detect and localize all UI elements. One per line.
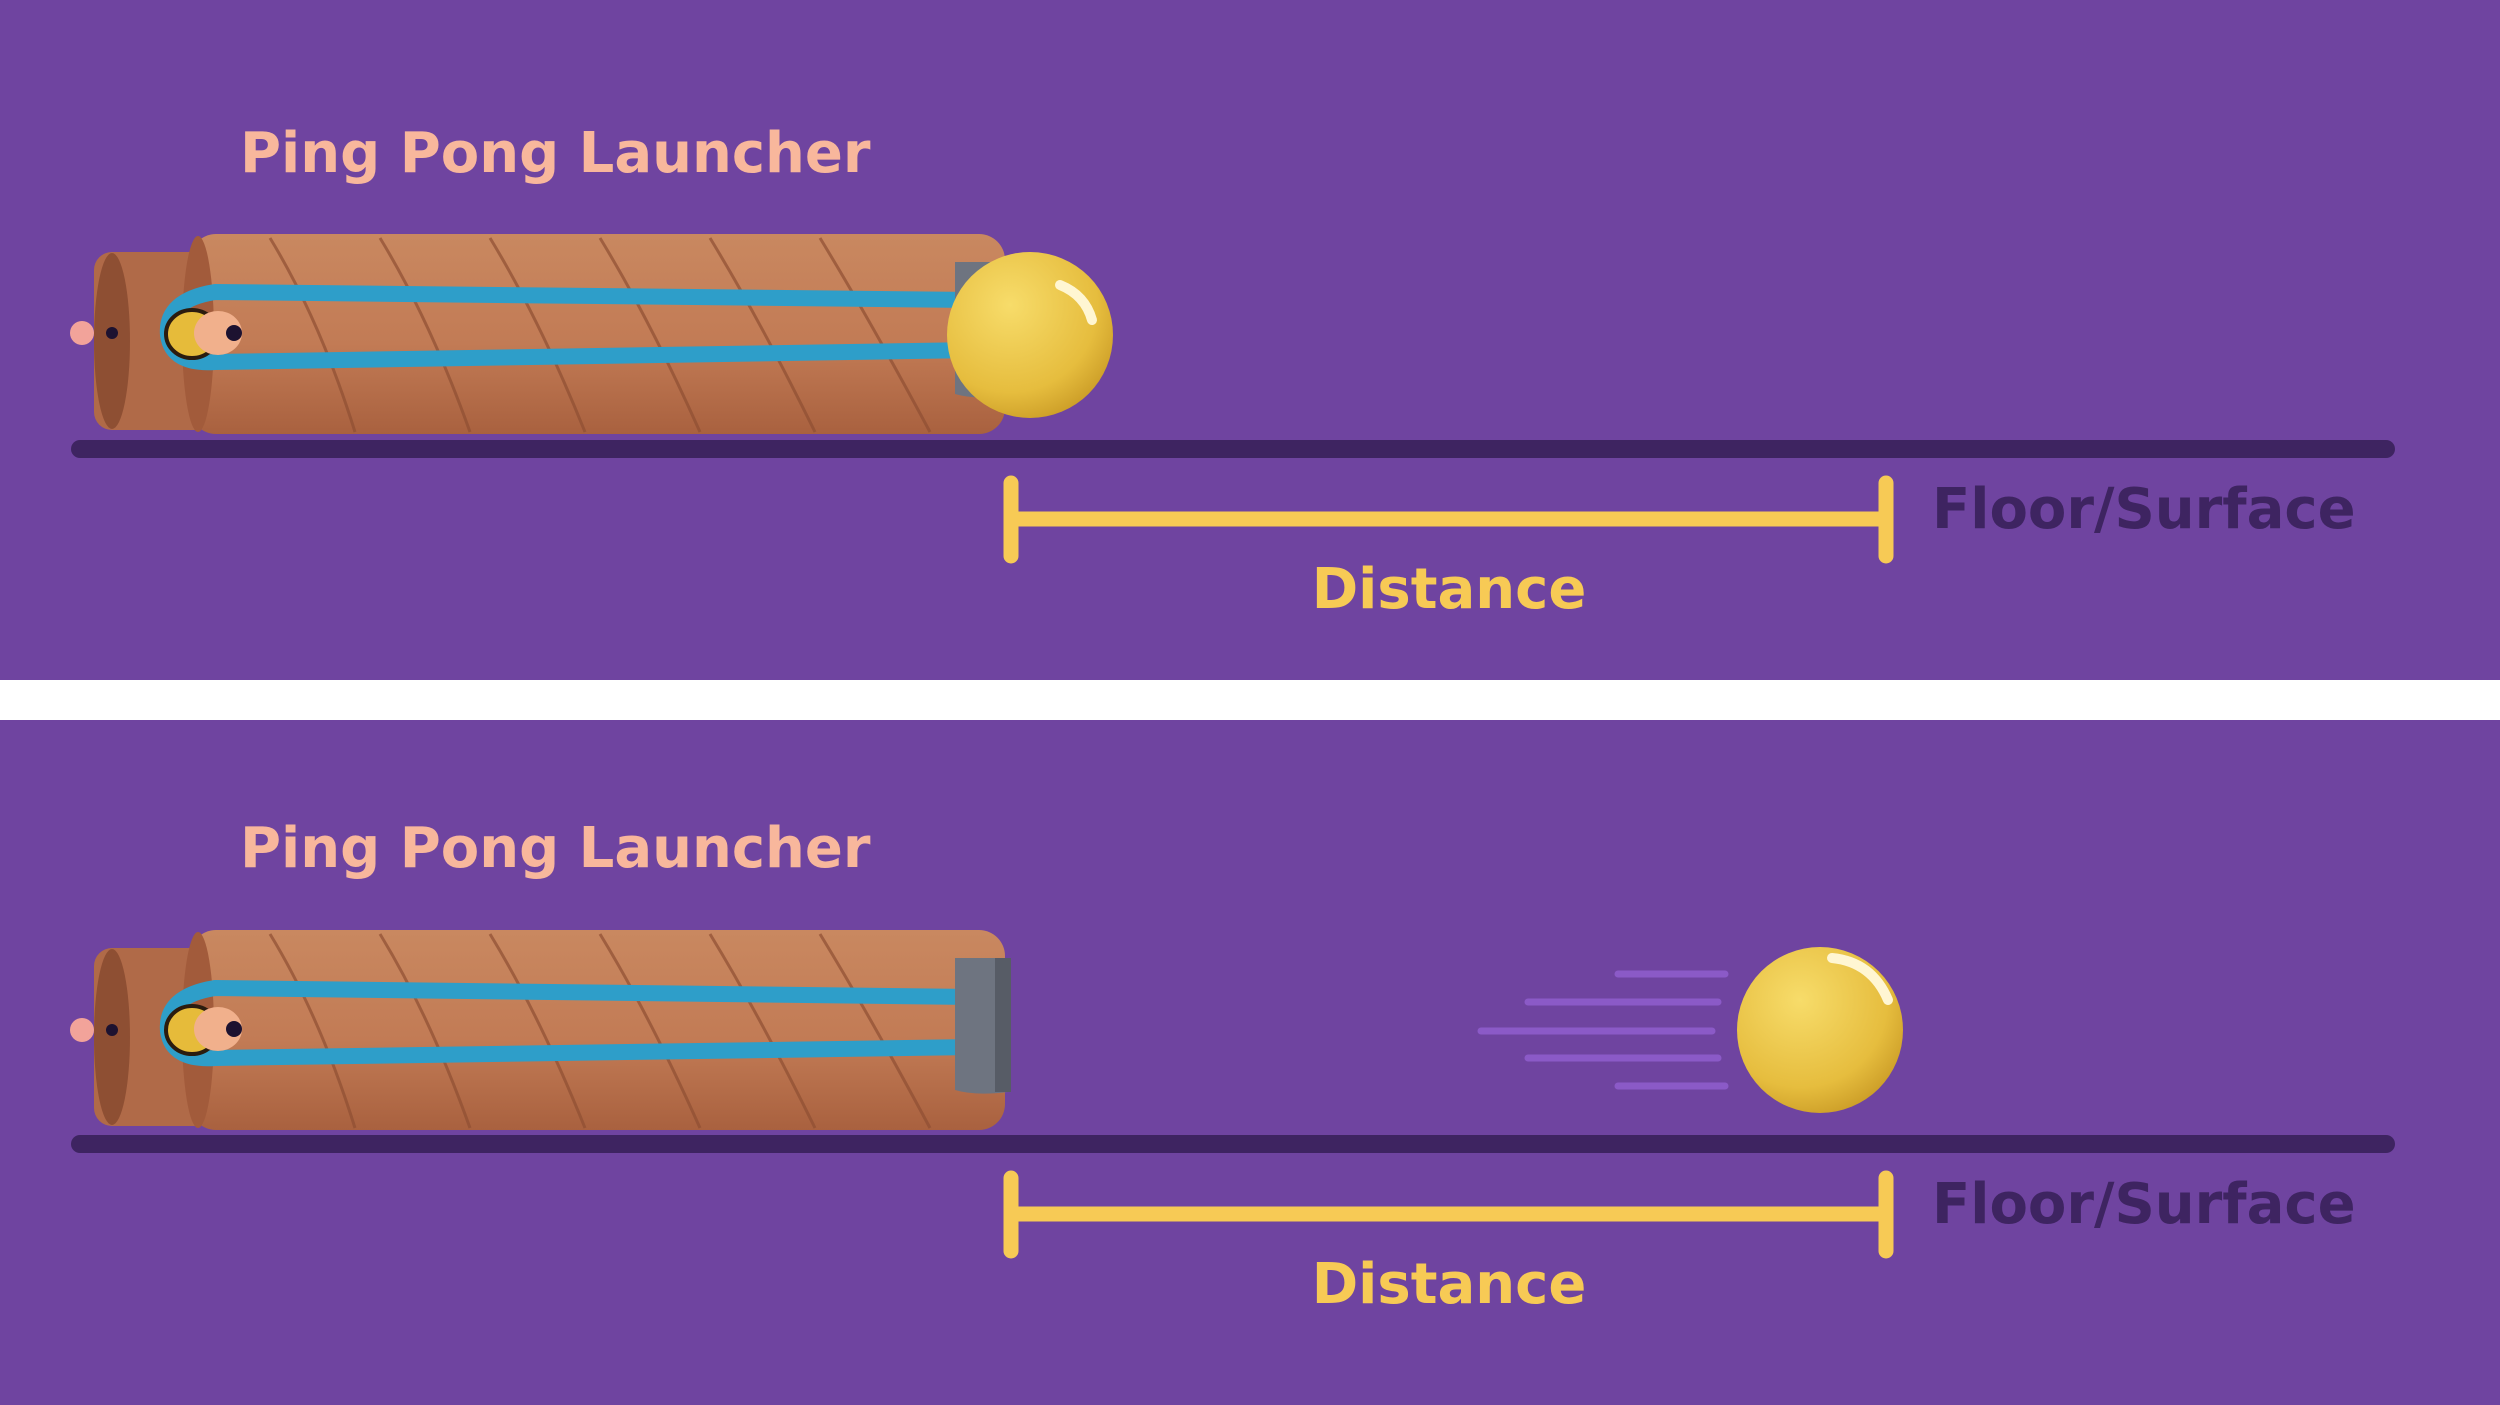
end-cap-opening [94, 253, 130, 429]
pencil-end [194, 311, 242, 355]
launcher-tube [190, 234, 1005, 434]
launcher-tube [190, 930, 1005, 1130]
pencil-hole [106, 1024, 118, 1036]
panel-before-launch: Ping Pong Launcher [0, 0, 2500, 680]
tube-spiral-lines [268, 237, 932, 433]
tube-spiral-lines [268, 933, 932, 1129]
floor-label: Floor/Surface [1932, 1172, 2356, 1237]
ball-highlight [1055, 280, 1097, 325]
ball-highlight [1827, 953, 1893, 1005]
pencil-tip [70, 321, 94, 345]
pencil-tip [70, 1018, 94, 1042]
panel-separator [0, 680, 2500, 720]
pencil-lead [226, 325, 242, 341]
ping-pong-ball [1737, 947, 1903, 1113]
launcher [70, 930, 1011, 1130]
motion-lines [1477, 970, 1729, 1090]
distance-indicator [1003, 475, 1894, 564]
distance-label: Distance [1312, 1252, 1587, 1317]
end-cap-opening [94, 949, 130, 1125]
pencil-lead [226, 1021, 242, 1037]
pencil-hole [106, 327, 118, 339]
distance-indicator [1003, 1170, 1894, 1259]
panel-after-launch: Ping Pong Launcher [0, 720, 2500, 1405]
ping-pong-ball [947, 252, 1113, 418]
launcher-title: Ping Pong Launcher [240, 816, 871, 881]
floor-label: Floor/Surface [1932, 477, 2356, 542]
launcher [70, 234, 1011, 434]
launcher-title: Ping Pong Launcher [240, 121, 871, 186]
distance-label: Distance [1312, 557, 1587, 622]
pencil-end [194, 1007, 242, 1051]
duct-tape-edge [995, 958, 1011, 1092]
duct-tape [955, 958, 1008, 1094]
